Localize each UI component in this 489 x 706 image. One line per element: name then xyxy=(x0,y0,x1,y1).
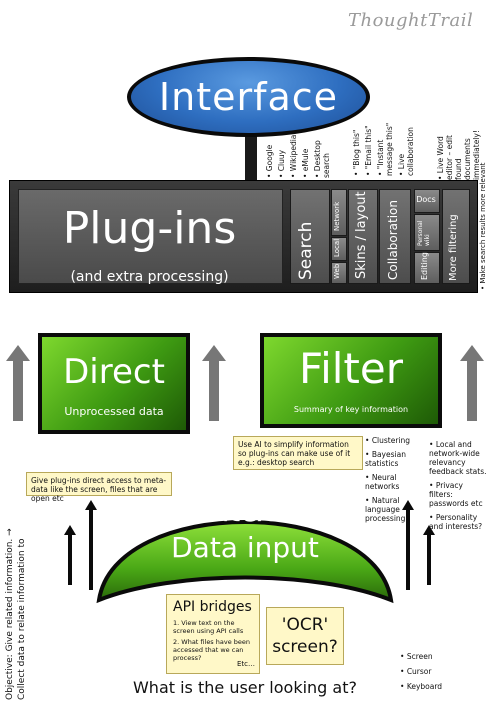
search-plugin xyxy=(290,189,330,284)
bullet-clustering: Clustering xyxy=(365,436,431,445)
meta-note: Give plug-ins direct access to meta-data… xyxy=(26,472,172,503)
input-sources: Screen Cursor Keyboard xyxy=(400,652,470,691)
search-source-cluuy: • Cluuy xyxy=(277,149,286,178)
network-label: Network xyxy=(333,201,341,231)
api-item-1: 1. View text on the screen using API cal… xyxy=(173,619,244,635)
filter-box xyxy=(260,333,442,428)
up-arrow-1 xyxy=(6,345,30,421)
docs-box xyxy=(414,189,440,213)
input-cursor: Cursor xyxy=(400,667,470,676)
objective-text: Objective: Give related information. → C… xyxy=(4,528,28,700)
interface-label: Interface xyxy=(158,75,339,119)
objective-line1: Objective: Give related information. → xyxy=(5,528,15,700)
local-label: Local xyxy=(333,238,341,257)
more-filtering-label: More filtering xyxy=(448,214,459,281)
bullet-privacy: Privacy filters: passwords etc xyxy=(429,481,487,508)
more-filtering-plugin xyxy=(442,189,470,284)
personal-wiki-label: Personal wiki xyxy=(417,220,431,246)
docs-note: • Live Word editor – edit found document… xyxy=(436,130,481,180)
filter-stats: Local and network-wide relevancy feedbac… xyxy=(429,440,487,531)
network-box xyxy=(331,189,347,236)
bullet-neural: Neural networks xyxy=(365,473,431,491)
ocr-line2: screen? xyxy=(272,637,338,657)
direct-box xyxy=(38,333,190,434)
collab-live: • Live collaboration xyxy=(397,127,415,176)
search-source-desktop: • Desktop search xyxy=(313,140,331,178)
input-screen: Screen xyxy=(400,652,470,661)
context-dome xyxy=(96,520,394,604)
api-etc: Etc… xyxy=(236,660,255,668)
editing-label: Editing xyxy=(420,252,429,280)
skins-label: Skins / layout xyxy=(354,191,369,279)
plugins-main-box xyxy=(18,189,283,284)
up-arrow-3 xyxy=(460,345,484,421)
filter-title: Filter xyxy=(298,344,403,393)
bullet-bayesian: Bayesian statistics xyxy=(365,450,431,468)
docs-label: Docs xyxy=(416,195,436,204)
input-keyboard: Keyboard xyxy=(400,682,470,691)
collab-blog: • "Blog this" xyxy=(352,129,361,176)
collaboration-plugin xyxy=(379,189,411,284)
direct-title: Direct xyxy=(63,352,165,392)
search-plugin-label: Search xyxy=(296,221,316,280)
web-box xyxy=(331,262,347,284)
black-arrow-2 xyxy=(85,500,97,590)
search-source-emule: • eMule xyxy=(301,148,310,178)
up-arrow-2 xyxy=(202,345,226,421)
filter-subtitle: Summary of key information xyxy=(293,405,409,414)
ocr-box: 'OCR' screen? xyxy=(266,607,344,665)
skins-plugin xyxy=(348,189,378,284)
ocr-line1: 'OCR' xyxy=(281,615,329,635)
collab-email: • "Email this" xyxy=(364,125,373,176)
black-arrow-4 xyxy=(423,525,435,585)
plugins-title: Plug-ins xyxy=(62,203,237,254)
editing-box xyxy=(414,252,440,284)
local-box xyxy=(331,237,347,261)
direct-subtitle: Unprocessed data xyxy=(64,405,164,418)
brand-logo: ThoughtTrail xyxy=(348,10,474,31)
context-line1: Context & xyxy=(174,495,316,528)
api-bridges-box: API bridges 1. View text on the screen u… xyxy=(166,594,260,674)
black-arrow-3 xyxy=(402,500,414,590)
api-title: API bridges xyxy=(173,599,252,615)
filter-techniques: Clustering Bayesian statistics Neural ne… xyxy=(365,436,431,523)
relevance-note: • Make search results more relevant xyxy=(479,162,487,290)
web-label: Web xyxy=(333,263,341,279)
bottom-question: What is the user looking at? xyxy=(132,678,357,697)
collaboration-label: Collaboration xyxy=(386,200,400,280)
personal-wiki-box xyxy=(414,214,440,251)
api-item-2: 2. What files have been accessed that we… xyxy=(173,638,251,662)
black-arrow-1 xyxy=(64,525,76,585)
context-title: Context & Data input xyxy=(140,494,350,566)
context-line2: Data input xyxy=(171,531,319,564)
ai-note: Use AI to simplify information so plug-i… xyxy=(233,436,363,470)
search-source-google: • Google xyxy=(265,144,274,178)
bullet-nlp: Natural language processing xyxy=(365,496,431,523)
interface-ellipse: Interface xyxy=(127,57,370,137)
search-source-wikipedia: • Wikipedia xyxy=(289,134,298,178)
bullet-personality: Personality and interests? xyxy=(429,513,487,531)
plugins-subtitle: (and extra processing) xyxy=(70,269,229,285)
objective-line2: Collect data to relate information to xyxy=(17,538,27,700)
bullet-relevancy: Local and network-wide relevancy feedbac… xyxy=(429,440,487,476)
collab-im: • "Instant message this" xyxy=(376,122,394,176)
